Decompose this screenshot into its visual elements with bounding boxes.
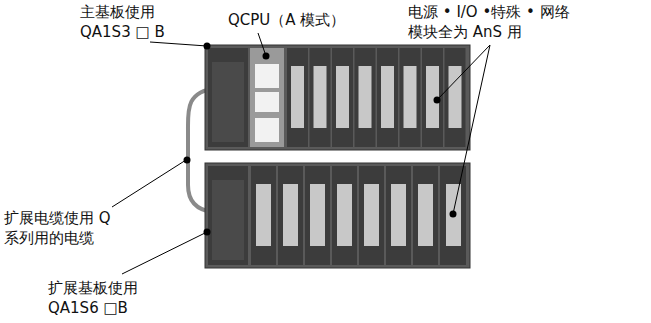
- leader-lines: [112, 33, 490, 274]
- leader-dots: [184, 43, 457, 236]
- label-line: QA1S3 □ B: [80, 22, 165, 42]
- extension-base: [205, 163, 470, 268]
- label-line: QCPU（A 模式）: [228, 10, 345, 30]
- label-line: 模块全为 AnS 用: [408, 22, 570, 42]
- callout-label: 扩展电缆使用 Q 系列用的电缆: [4, 208, 111, 248]
- label-line: 系列用的电缆: [4, 228, 111, 248]
- callout-label: QCPU（A 模式）: [228, 10, 345, 30]
- label-line: 主基板使用: [80, 2, 165, 22]
- main-base: [205, 45, 470, 150]
- label-line: 扩展电缆使用 Q: [4, 208, 111, 228]
- callout-label: 主基板使用 QA1S3 □ B: [80, 2, 165, 42]
- label-line: 电源 • I/O •特殊 • 网络: [408, 2, 570, 22]
- label-line: QA1S6 □B: [48, 298, 138, 318]
- callout-label: 电源 • I/O •特殊 • 网络 模块全为 AnS 用: [408, 2, 570, 42]
- label-line: 扩展基板使用: [48, 278, 138, 298]
- callout-label: 扩展基板使用 QA1S6 □B: [48, 278, 138, 318]
